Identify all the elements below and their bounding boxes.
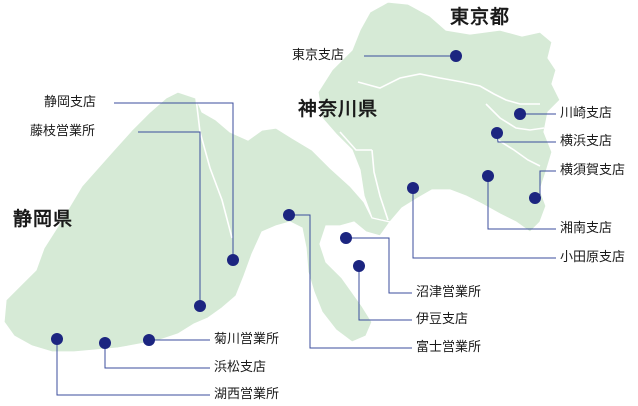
leader-hamamatsu	[104, 343, 210, 369]
marker-kosai[interactable]	[51, 333, 63, 345]
office-label-numazu[interactable]: 沼津営業所	[416, 285, 482, 300]
leader-fujieda	[138, 131, 201, 306]
marker-hamamatsu[interactable]	[99, 337, 111, 349]
shizuoka-land	[3, 91, 392, 353]
leader-shizuoka	[114, 102, 234, 260]
office-label-kawasaki[interactable]: 川崎支店	[560, 106, 613, 121]
leader-fuji	[289, 214, 412, 349]
region-label-kanagawa: 神奈川県	[298, 98, 379, 120]
marker-shonan[interactable]	[482, 170, 494, 182]
kanagawa-shizuoka-border	[371, 149, 389, 221]
leader-odawara	[412, 188, 556, 259]
marker-fuji[interactable]	[283, 209, 295, 221]
region-label-tokyo: 東京都	[450, 6, 511, 28]
marker-shizuoka[interactable]	[227, 254, 239, 266]
office-label-yokohama[interactable]: 横浜支店	[560, 134, 613, 149]
office-label-fujieda[interactable]: 藤枝営業所	[30, 124, 96, 139]
region-label-shizuoka: 静岡県	[13, 208, 74, 230]
marker-kawasaki[interactable]	[514, 108, 526, 120]
office-label-kikugawa[interactable]: 菊川営業所	[214, 332, 280, 347]
marker-numazu[interactable]	[340, 232, 352, 244]
marker-yokohama[interactable]	[491, 127, 503, 139]
tokyo-kanagawa-land	[317, 1, 561, 233]
leader-izu	[358, 266, 412, 321]
kawasaki-border	[485, 103, 545, 131]
yokohama-border	[497, 139, 541, 167]
marker-yokosuka[interactable]	[529, 192, 541, 204]
marker-kikugawa[interactable]	[143, 334, 155, 346]
office-label-izu[interactable]: 伊豆支店	[416, 312, 469, 327]
marker-fujieda[interactable]	[194, 300, 206, 312]
marker-tokyo[interactable]	[450, 50, 462, 62]
tokyo-kanagawa-border	[357, 73, 540, 105]
shizuoka-city-border	[195, 97, 233, 239]
office-label-fuji[interactable]: 富士営業所	[416, 340, 482, 355]
office-label-shizuoka[interactable]: 静岡支店	[44, 95, 97, 110]
office-label-tokyo[interactable]: 東京支店	[292, 48, 345, 63]
office-label-yokosuka[interactable]: 横須賀支店	[560, 163, 626, 178]
leader-shonan	[487, 176, 556, 230]
office-label-shonan[interactable]: 湘南支店	[560, 221, 613, 236]
kanagawa-west-border	[339, 131, 372, 151]
marker-izu[interactable]	[353, 260, 365, 272]
office-label-hamamatsu[interactable]: 浜松支店	[214, 360, 267, 375]
office-label-odawara[interactable]: 小田原支店	[560, 250, 626, 265]
leader-numazu	[346, 237, 412, 294]
marker-odawara[interactable]	[407, 182, 419, 194]
office-label-kosai[interactable]: 湖西営業所	[214, 387, 280, 402]
leader-kosai	[56, 340, 210, 396]
